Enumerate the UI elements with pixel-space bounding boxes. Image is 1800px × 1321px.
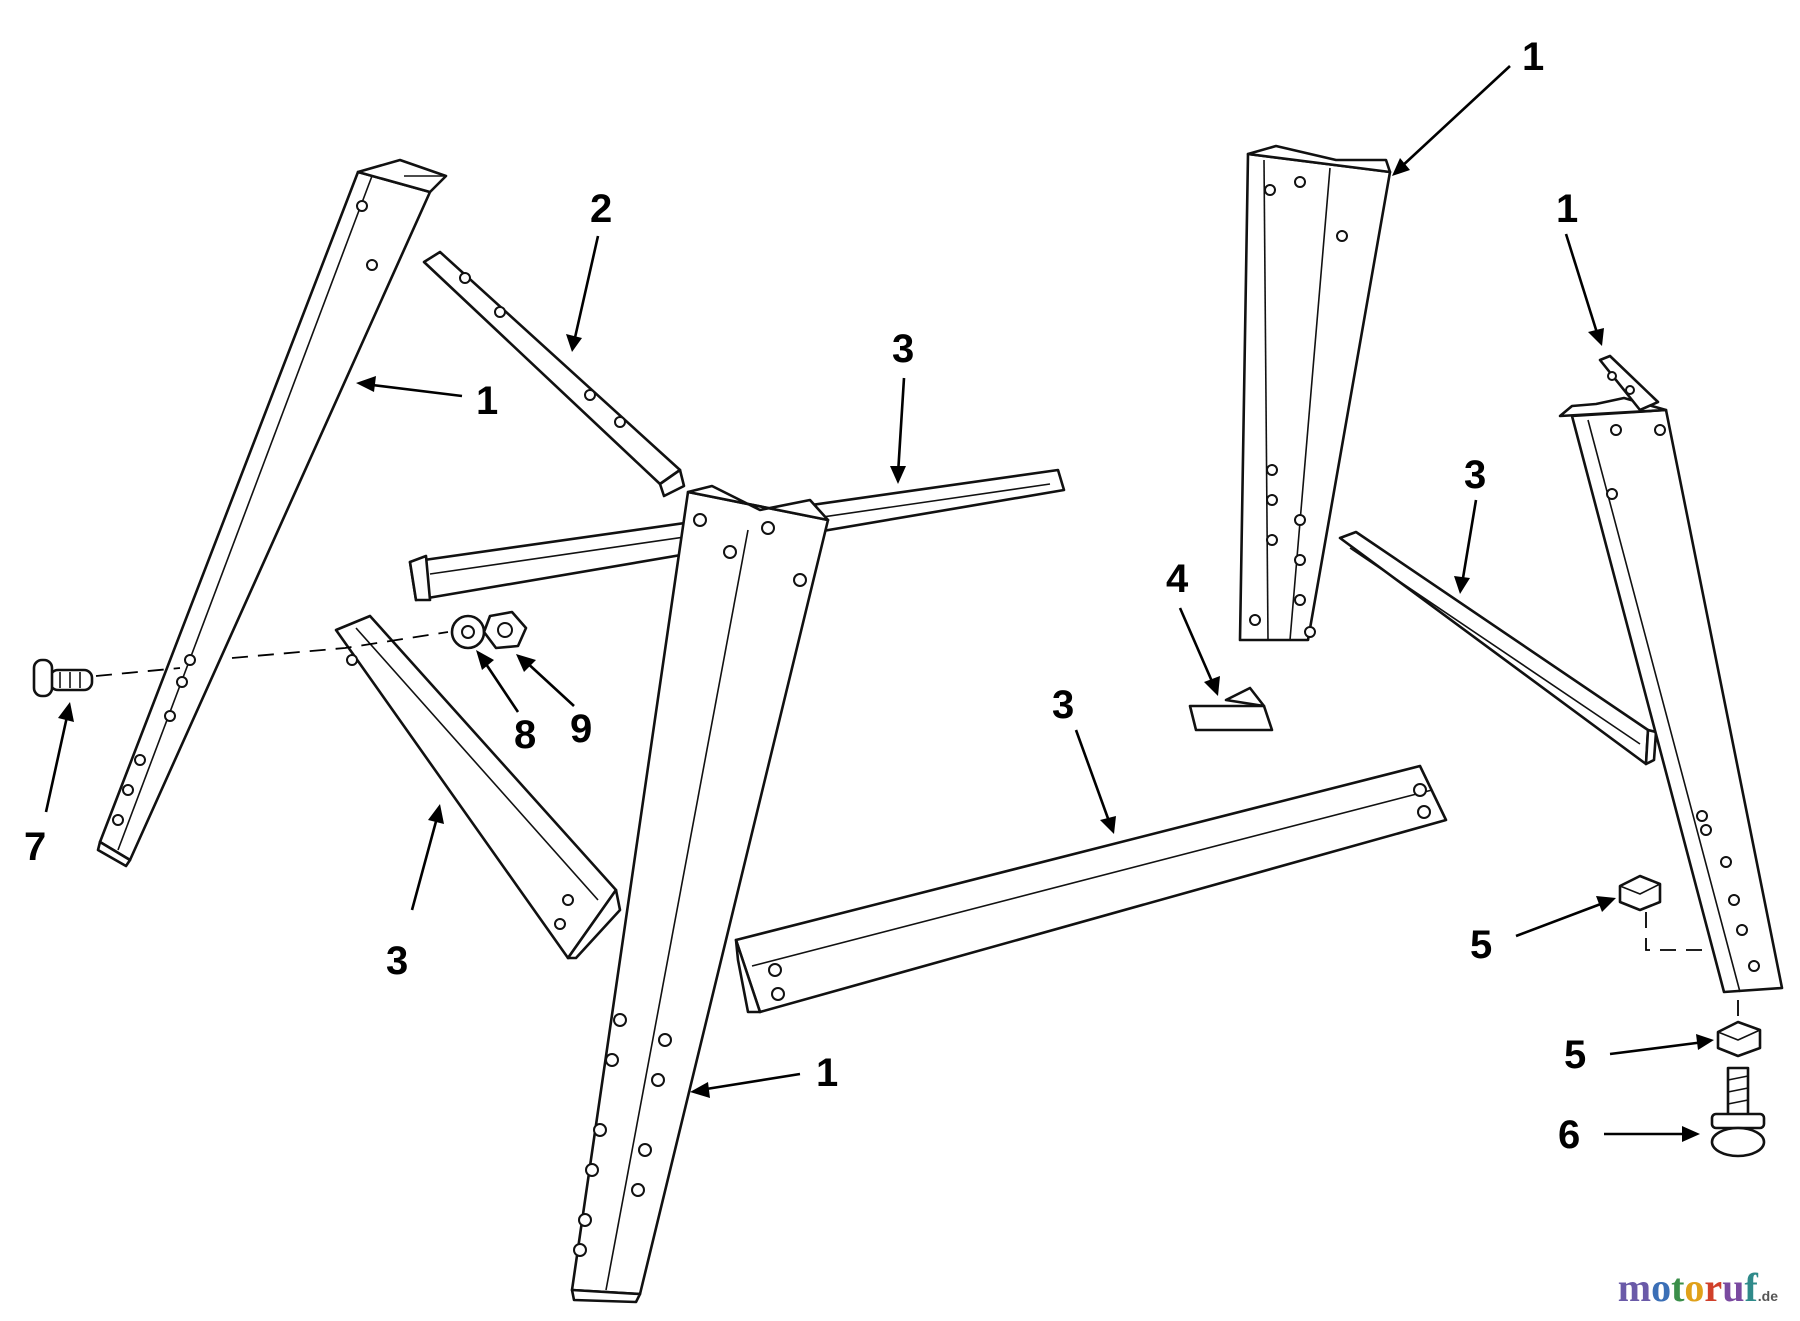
brace-left bbox=[334, 614, 622, 960]
brace-front bbox=[734, 764, 1448, 1014]
carriage-bolt bbox=[32, 658, 94, 698]
watermark-letter: m bbox=[1617, 1265, 1652, 1310]
brace-right bbox=[1338, 530, 1658, 766]
hex-nut-upper bbox=[1618, 874, 1662, 912]
callout-stiffener: 2 bbox=[590, 187, 612, 231]
callout-clip: 4 bbox=[1166, 557, 1189, 601]
callout-brace-left: 3 bbox=[386, 939, 408, 983]
callout-leg-right: 1 bbox=[1556, 187, 1578, 231]
motoruf-watermark: motoruf.de bbox=[1618, 1264, 1778, 1311]
callout-leg-center: 1 bbox=[816, 1051, 838, 1095]
callout-brace-right: 3 bbox=[1464, 453, 1486, 497]
callout-leveler-foot: 6 bbox=[1558, 1113, 1580, 1157]
callout-nut-upper: 5 bbox=[1470, 923, 1492, 967]
watermark-letter: r bbox=[1704, 1265, 1723, 1310]
lockwasher bbox=[450, 614, 486, 650]
callout-brace-front: 3 bbox=[1052, 683, 1074, 727]
leg-back bbox=[1238, 144, 1392, 642]
callout-carriage-bolt: 7 bbox=[24, 825, 46, 869]
stiffener-top bbox=[422, 250, 686, 498]
callout-nut-lower: 5 bbox=[1564, 1033, 1586, 1077]
callout-leg-left: 1 bbox=[476, 379, 498, 423]
assembly-lines bbox=[95, 631, 1739, 1020]
watermark-letter: f bbox=[1744, 1265, 1758, 1310]
watermark-letter: o bbox=[1651, 1265, 1672, 1310]
callout-lockwasher: 8 bbox=[514, 713, 536, 757]
callout-brace-center: 3 bbox=[892, 327, 914, 371]
hex-nut bbox=[482, 610, 528, 650]
watermark-letter: t bbox=[1671, 1265, 1685, 1310]
callout-hex-nut: 9 bbox=[570, 707, 592, 751]
watermark-suffix: .de bbox=[1757, 1288, 1778, 1304]
watermark-letter: u bbox=[1722, 1265, 1745, 1310]
leg-left bbox=[96, 158, 448, 868]
leg-center bbox=[570, 484, 830, 1304]
leveler-foot bbox=[1710, 1066, 1766, 1158]
leader-arrows bbox=[44, 65, 1714, 1142]
clip bbox=[1188, 686, 1274, 732]
callout-labels: 1 2 3 3 1 3 1 1 3 4 8 9 7 5 5 6 bbox=[24, 35, 1586, 1157]
hex-nut-lower bbox=[1716, 1020, 1762, 1058]
leg-right bbox=[1558, 354, 1784, 994]
watermark-letter: o bbox=[1684, 1265, 1705, 1310]
callout-leg-back: 1 bbox=[1522, 35, 1544, 79]
